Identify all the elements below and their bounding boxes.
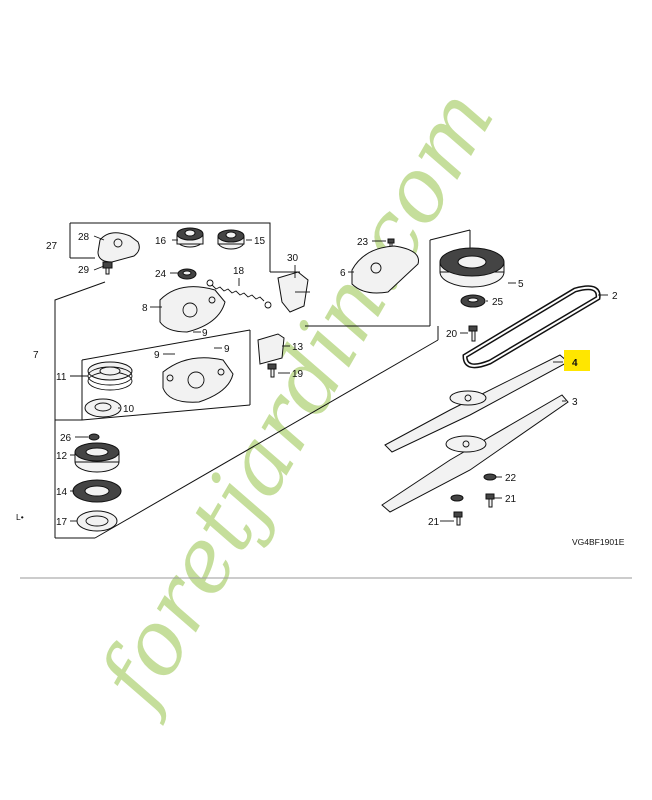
callout-24[interactable]: 24 — [155, 269, 167, 280]
watermark-text-1: foretjardin.com — [76, 72, 514, 728]
part-15-pulley — [217, 229, 245, 250]
part-14-gear — [72, 479, 122, 503]
callout-29[interactable]: 29 — [78, 265, 90, 276]
callout-20[interactable]: 20 — [446, 329, 458, 340]
part-28-bracket — [97, 232, 140, 263]
callout-28[interactable]: 28 — [78, 232, 90, 243]
callout-10[interactable]: 10 — [123, 404, 135, 415]
callout-11[interactable]: 11 — [56, 372, 67, 383]
callout-3[interactable]: 3 — [572, 397, 578, 408]
callout-12[interactable]: 12 — [56, 451, 68, 462]
callout-26[interactable]: 26 — [60, 433, 72, 444]
callout-18[interactable]: 18 — [233, 266, 245, 277]
part-10-disc — [84, 398, 122, 418]
part-16-pulley — [176, 227, 204, 248]
corner-mark: L• — [16, 512, 24, 522]
part-21-bolt-a — [485, 493, 495, 508]
part-18-spring — [206, 279, 272, 309]
callout-22[interactable]: 22 — [505, 473, 517, 484]
callout-9a[interactable]: 9 — [202, 328, 208, 339]
callout-21b[interactable]: 21 — [428, 517, 440, 528]
callout-30[interactable]: 30 — [287, 253, 299, 264]
callout-9b[interactable]: 9 — [154, 350, 160, 361]
part-26-pin — [88, 433, 100, 441]
frame-lines — [54, 222, 471, 539]
callout-labels: 27 28 29 16 15 24 18 8 9 9 9 30 13 19 7 … — [33, 232, 618, 528]
highlight-marker — [564, 350, 590, 371]
callout-8[interactable]: 8 — [142, 303, 148, 314]
part-22-nut-b — [450, 494, 464, 502]
callout-23[interactable]: 23 — [357, 237, 369, 248]
part-5-pulley — [439, 247, 505, 288]
leader-lines — [70, 235, 608, 522]
part-24-bearing — [177, 268, 197, 280]
part-20-bolt — [468, 325, 478, 342]
callout-2[interactable]: 2 — [612, 291, 618, 302]
part-8-plate — [159, 286, 226, 333]
part-19-bolt — [267, 363, 277, 378]
callout-19[interactable]: 19 — [292, 369, 304, 380]
callout-21a[interactable]: 21 — [505, 494, 517, 505]
callout-25[interactable]: 25 — [492, 297, 504, 308]
part-17-washer — [76, 510, 118, 532]
part-25-bearing — [460, 294, 486, 308]
callout-9c[interactable]: 9 — [224, 344, 230, 355]
drawing-code: VG4BF1901E — [572, 537, 625, 547]
callout-4[interactable]: 4 — [572, 358, 578, 369]
part-3-blade — [381, 394, 569, 513]
callout-13[interactable]: 13 — [292, 342, 304, 353]
callout-16[interactable]: 16 — [155, 236, 167, 247]
part-29-bolt — [102, 261, 113, 275]
part-12-housing — [74, 442, 120, 473]
part-30-lever — [277, 271, 310, 313]
part-22-nut — [483, 473, 497, 481]
callout-17[interactable]: 17 — [56, 517, 68, 528]
callout-14[interactable]: 14 — [56, 487, 68, 498]
part-21-bolt-b — [453, 511, 463, 526]
callout-6[interactable]: 6 — [340, 268, 346, 279]
part-9-plate — [162, 357, 234, 403]
callout-15[interactable]: 15 — [254, 236, 266, 247]
part-11-coil — [87, 361, 133, 391]
callout-27[interactable]: 27 — [46, 241, 58, 252]
part-13-bracket — [257, 333, 285, 365]
callout-5[interactable]: 5 — [518, 279, 524, 290]
callout-7[interactable]: 7 — [33, 350, 39, 361]
part-2-belt — [462, 285, 601, 369]
part-6-cover — [351, 245, 419, 294]
watermark: foretjardin.com — [76, 72, 514, 728]
